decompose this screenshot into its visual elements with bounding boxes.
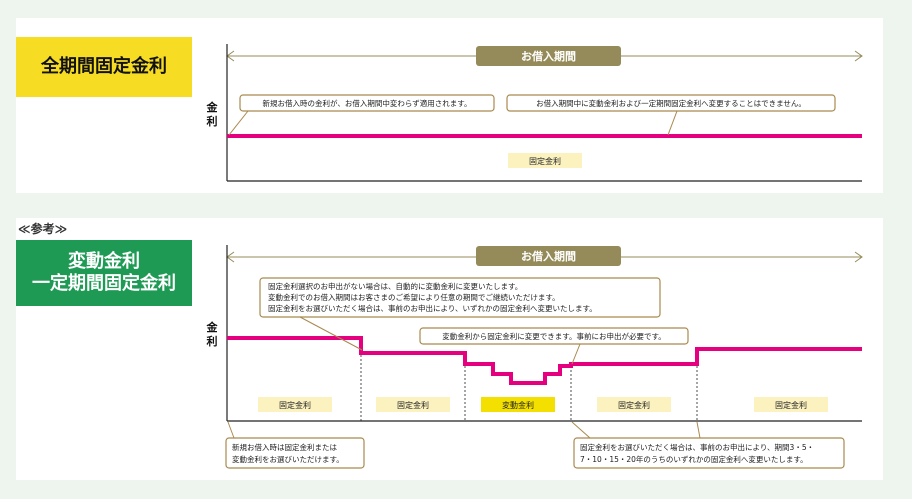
- callout-no-change-pointer: [667, 110, 678, 136]
- callout-variable-to-fixed-text: 変動金利から固定金利に変更できます。事前にお申出が必要です。: [442, 331, 666, 341]
- fixed-rate-tag-label: 固定金利: [529, 156, 561, 166]
- rate-tag-3-label: 変動金利: [502, 400, 534, 410]
- period-badge-2: [476, 246, 621, 266]
- variable-title: 変動金利: [68, 250, 140, 272]
- callout-auto-variable-line2: 変動金利でのお借入期間はお客さまのご希望により任意の期間でご継続いただけます。: [268, 292, 560, 302]
- period-label-2: お借入期間: [521, 249, 576, 263]
- rate-tag-3-variable: [481, 397, 555, 412]
- y-axis-label-2b: 利: [207, 334, 218, 348]
- callout-fixed-applied-pointer: [228, 110, 249, 136]
- period-arrow-right-head: [854, 50, 863, 62]
- callout-fixed-applied-text: 新規お借入時の金利が、お借入期間中変わらず適用されます。: [263, 98, 472, 108]
- rate-tag-1: [258, 397, 332, 412]
- callout-auto-variable: [259, 277, 661, 318]
- callout-no-change-text: お借入期間中に変動金利および一定期間固定金利へ変更することはできません。: [536, 98, 806, 108]
- y-axis-label-2a: 金: [206, 320, 219, 334]
- callout-initial-choice-line2: 変動金利をお選びいただけます。: [232, 454, 344, 464]
- rate-tag-4-label: 固定金利: [618, 400, 650, 410]
- callout-initial-choice-pointer: [227, 421, 235, 439]
- callout-initial-choice: [225, 437, 365, 469]
- callout-variable-to-fixed: [419, 327, 689, 345]
- section2-diagram: お借入期間 金 利 固定金利選択のお申出がない場合は、自動的に変動金利に変更いた…: [206, 245, 863, 469]
- rate-tag-2-label: 固定金利: [397, 400, 429, 410]
- callout-no-change: [506, 94, 836, 112]
- period-arrow-right-head-2: [854, 251, 863, 263]
- rate-tag-5-label: 固定金利: [775, 400, 807, 410]
- variable-fixed-label: 変動金利 一定期間固定金利: [16, 240, 192, 306]
- period-label: お借入期間: [521, 49, 576, 63]
- callout-fixed-periods-line2: 7・10・15・20年のうちのいずれかの固定金利へ変更いたします。: [580, 454, 808, 464]
- callout-initial-choice-line1: 新規お借入時は固定金利または: [232, 442, 337, 452]
- full-fixed-title: 全期間固定金利: [41, 55, 167, 77]
- callout-auto-variable-pointer: [299, 316, 363, 351]
- full-fixed-label: 全期間固定金利: [16, 37, 192, 97]
- rate-step-line: [227, 336, 862, 385]
- callout-fixed-periods: [573, 437, 845, 469]
- y-axis-label-2: 利: [207, 114, 218, 128]
- callout-fixed-periods-pointer-b: [696, 421, 701, 439]
- y-axis-label-1: 金: [206, 100, 219, 114]
- callout-fixed-periods-line1: 固定金利をお選びいただく場合は、事前のお申出により、期間3・5・: [580, 442, 814, 452]
- period-fixed-title: 一定期間固定金利: [32, 273, 176, 294]
- section1-diagram: お借入期間 金 利 新規お借入時の金利が、お借入期間中変わらず適用されます。 お…: [206, 44, 863, 182]
- fixed-rate-tag: [508, 153, 582, 168]
- rate-tag-4: [597, 397, 671, 412]
- callout-auto-variable-line3: 固定金利をお選びいただく場合は、事前のお申出により、いずれかの固定金利へ変更いた…: [268, 303, 597, 313]
- callout-fixed-applied: [239, 94, 495, 112]
- callout-fixed-periods-pointer-a: [571, 421, 591, 439]
- callout-variable-to-fixed-pointer: [571, 343, 581, 365]
- period-badge: [476, 46, 621, 66]
- rate-tag-2: [376, 397, 450, 412]
- rate-tag-1-label: 固定金利: [279, 400, 311, 410]
- callout-auto-variable-line1: 固定金利選択のお申出がない場合は、自動的に変動金利に変更いたします。: [268, 281, 522, 291]
- reference-label: ≪参考≫: [18, 222, 68, 236]
- rate-tag-5: [754, 397, 828, 412]
